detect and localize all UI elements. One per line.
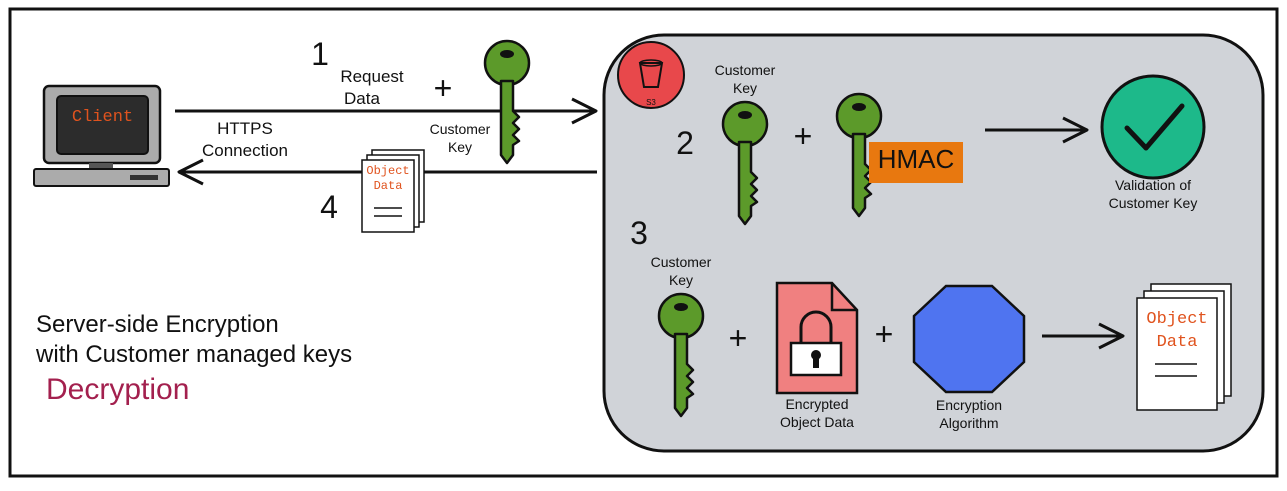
request-plus-sign: + xyxy=(433,70,453,106)
algorithm-label-line1: Encryption xyxy=(935,397,1003,413)
result-doc-line2: Data xyxy=(1156,333,1198,352)
step-3-number: 3 xyxy=(630,215,648,251)
request-label-line2: Data xyxy=(344,89,380,108)
step-4-number: 4 xyxy=(320,189,338,225)
computer-icon xyxy=(33,84,170,187)
step-1-number: 1 xyxy=(311,36,329,72)
check-circle-icon xyxy=(1100,74,1206,180)
request-label-line1: Request xyxy=(340,67,404,86)
validation-label-line2: Customer Key xyxy=(1108,195,1198,211)
encrypted-object-data-icon xyxy=(775,281,859,395)
decrypted-object-data-document-icon xyxy=(1136,283,1232,411)
algorithm-label-line2: Algorithm xyxy=(939,415,999,431)
https-label-line1: HTTPS xyxy=(217,119,273,138)
s3-bucket-icon xyxy=(617,41,685,109)
object-data-doc-line1: Object xyxy=(366,164,410,178)
result-doc-line1: Object xyxy=(1146,310,1208,329)
encrypted-data-label-line1: Encrypted xyxy=(785,396,849,412)
heading-line2: with Customer managed keys xyxy=(36,341,353,368)
hmac-label: HMAC xyxy=(877,144,955,174)
request-key-label-line2: Key xyxy=(447,139,473,155)
step3-plus-sign-2: + xyxy=(874,316,894,352)
object-data-doc-line2: Data xyxy=(373,179,403,193)
validation-label-line1: Validation of xyxy=(1114,177,1191,193)
s3-panel xyxy=(602,33,1265,453)
heading-line1: Server-side Encryption xyxy=(36,311,279,338)
step2-key-label-line1: Customer xyxy=(714,62,776,78)
outer-frame xyxy=(8,7,1279,478)
encryption-algorithm-octagon-icon xyxy=(912,284,1026,394)
s3-badge-label: S3 xyxy=(646,98,656,107)
step3-key-label-line1: Customer xyxy=(650,254,712,270)
https-label-line2: Connection xyxy=(201,141,288,160)
step3-key-label-line2: Key xyxy=(668,272,694,288)
encrypted-data-label-line2: Object Data xyxy=(780,414,854,430)
step3-plus-sign-1: + xyxy=(728,320,748,356)
hmac-box xyxy=(869,142,963,183)
step2-key-label-line2: Key xyxy=(732,80,758,96)
step2-plus-sign: + xyxy=(793,118,813,154)
heading-decryption: Decryption xyxy=(46,373,190,406)
object-data-document-icon xyxy=(361,149,425,233)
client-label: Client xyxy=(71,108,134,127)
request-key-label-line1: Customer xyxy=(429,121,491,137)
step-2-number: 2 xyxy=(676,125,694,161)
